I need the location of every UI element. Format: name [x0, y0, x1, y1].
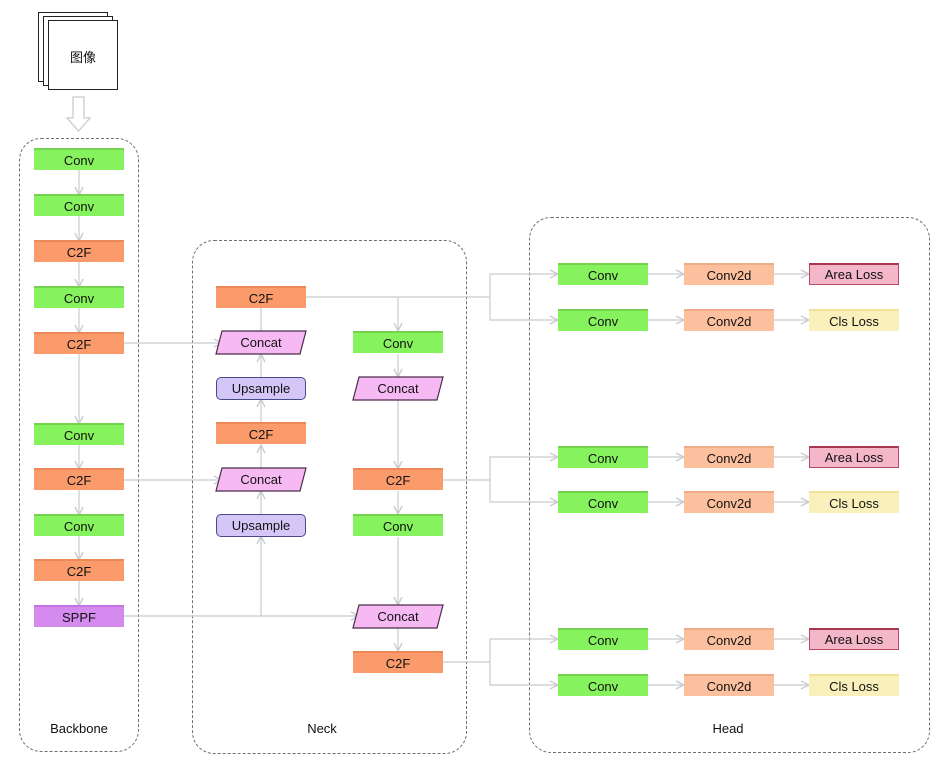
head-row-6-conv: Conv	[558, 674, 648, 696]
backbone-block-9: C2F	[34, 559, 124, 581]
backbone-block-2: Conv	[34, 194, 124, 216]
head-row-1-conv2d: Conv2d	[684, 263, 774, 285]
neck-right-concat-2: Concat	[377, 608, 419, 624]
head-row-3-area-loss: Area Loss	[809, 446, 899, 468]
backbone-block-10: SPPF	[34, 605, 124, 627]
neck-left-concat-1-shape	[215, 330, 307, 355]
neck-group	[192, 240, 467, 754]
neck-left-concat-2-shape	[215, 467, 307, 492]
input-image	[48, 20, 118, 90]
backbone-group	[19, 138, 139, 752]
neck-left-concat-2: Concat	[240, 471, 282, 487]
backbone-block-1: Conv	[34, 148, 124, 170]
head-row-5-area-loss: Area Loss	[809, 628, 899, 650]
input-arrow	[65, 96, 92, 132]
head-row-1-area-loss: Area Loss	[809, 263, 899, 285]
neck-right-c2f-1: C2F	[353, 468, 443, 490]
head-label: Head	[712, 721, 744, 736]
backbone-block-6: Conv	[34, 423, 124, 445]
neck-left-c2f-top: C2F	[216, 286, 306, 308]
head-row-2-conv2d: Conv2d	[684, 309, 774, 331]
head-row-3-conv2d: Conv2d	[684, 446, 774, 468]
head-row-3-conv: Conv	[558, 446, 648, 468]
backbone-block-3: C2F	[34, 240, 124, 262]
neck-right-concat-1-shape	[352, 376, 444, 401]
head-row-4-conv2d: Conv2d	[684, 491, 774, 513]
head-row-2-conv: Conv	[558, 309, 648, 331]
backbone-block-5: C2F	[34, 332, 124, 354]
backbone-block-7: C2F	[34, 468, 124, 490]
head-row-1-conv: Conv	[558, 263, 648, 285]
head-row-6-cls-loss: Cls Loss	[809, 674, 899, 696]
neck-right-conv-2: Conv	[353, 514, 443, 536]
head-group	[529, 217, 930, 753]
backbone-block-4: Conv	[34, 286, 124, 308]
head-row-2-cls-loss: Cls Loss	[809, 309, 899, 331]
head-row-5-conv: Conv	[558, 628, 648, 650]
head-row-4-cls-loss: Cls Loss	[809, 491, 899, 513]
neck-left-upsample-2: Upsample	[216, 514, 306, 537]
backbone-label: Backbone	[50, 721, 108, 736]
input-image-label: 图像	[69, 50, 96, 65]
neck-left-upsample-1: Upsample	[216, 377, 306, 400]
neck-left-concat-1: Concat	[240, 334, 282, 350]
neck-right-c2f-2: C2F	[353, 651, 443, 673]
head-row-5-conv2d: Conv2d	[684, 628, 774, 650]
neck-right-concat-1: Concat	[377, 380, 419, 396]
neck-right-conv-1: Conv	[353, 331, 443, 353]
head-row-6-conv2d: Conv2d	[684, 674, 774, 696]
neck-right-concat-2-shape	[352, 604, 444, 629]
neck-left-c2f-mid: C2F	[216, 422, 306, 444]
backbone-block-8: Conv	[34, 514, 124, 536]
head-row-4-conv: Conv	[558, 491, 648, 513]
neck-label: Neck	[307, 721, 337, 736]
